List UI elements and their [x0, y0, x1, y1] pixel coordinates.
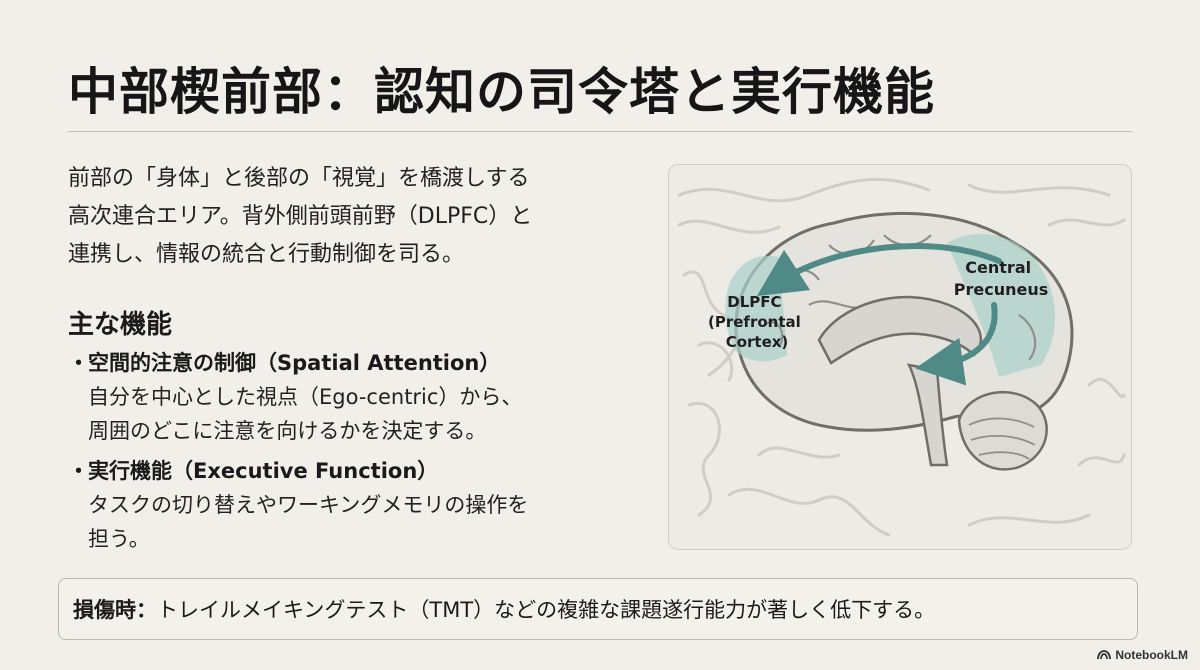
cerebellum [957, 390, 1048, 471]
functions-heading: 主な機能 [68, 310, 173, 340]
brain-svg: DLPFC (Prefrontal Cortex) Central Precun… [677, 177, 1126, 537]
function-desc-line: 担う。 [88, 527, 150, 551]
title-divider [68, 131, 1132, 132]
function-desc-line: タスクの切り替えやワーキングメモリの操作を [88, 493, 529, 517]
damage-note: 損傷時： トレイルメイキングテスト（TMT）などの複雑な課題遂行能力が著しく低下… [58, 578, 1138, 640]
cerebellum-folds [968, 417, 1036, 460]
function-desc-line: 自分を中心とした視点（Ego-centric）から、 [88, 385, 523, 409]
function-item-spatial-attention: ・空間的注意の制御（Spatial Attention） 自分を中心とした視点（… [68, 346, 638, 448]
precuneus-to-center-arrow [915, 302, 998, 386]
brainstem [906, 363, 949, 467]
intro-line: 前部の「身体」と後部の「視覚」を橋渡しする [68, 166, 530, 191]
brand-name: NotebookLM [1115, 648, 1188, 662]
function-description: タスクの切り替えやワーキングメモリの操作を 担う。 [68, 488, 638, 556]
note-text: トレイルメイキングテスト（TMT）などの複雑な課題遂行能力が著しく低下する。 [157, 598, 936, 622]
notebooklm-logo-icon [1097, 650, 1112, 660]
bullet-icon: ・ [68, 351, 89, 375]
function-description: 自分を中心とした視点（Ego-centric）から、 周囲のどこに注意を向けるか… [68, 380, 638, 448]
function-title: 実行機能（Executive Function） [88, 459, 439, 483]
dlpfc-label: DLPFC (Prefrontal Cortex) [708, 293, 806, 351]
function-desc-line: 周囲のどこに注意を向けるかを決定する。 [88, 419, 487, 443]
precuneus-highlight [947, 234, 1056, 377]
function-item-executive-function: ・実行機能（Executive Function） タスクの切り替えやワーキング… [68, 454, 638, 556]
intro-line: 連携し、情報の統合と行動制御を司る。 [68, 242, 465, 267]
background-contours [677, 177, 1126, 537]
precuneus-to-dlpfc-arrow [756, 242, 1002, 296]
function-title: 空間的注意の制御（Spatial Attention） [88, 351, 501, 375]
intro-line: 高次連合エリア。背外側前頭前野（DLPFC）と [68, 204, 533, 229]
functions-list: ・空間的注意の制御（Spatial Attention） 自分を中心とした視点（… [68, 346, 638, 562]
brand-watermark: NotebookLM [1097, 648, 1188, 662]
bullet-icon: ・ [68, 459, 89, 483]
page-title: 中部楔前部：認知の司令塔と実行機能 [68, 62, 935, 121]
brain-illustration: DLPFC (Prefrontal Cortex) Central Precun… [668, 164, 1132, 550]
note-label: 損傷時： [73, 598, 157, 622]
intro-paragraph: 前部の「身体」と後部の「視覚」を橋渡しする 高次連合エリア。背外側前頭前野（DL… [68, 160, 628, 274]
precuneus-label: Central Precuneus [954, 258, 1049, 299]
